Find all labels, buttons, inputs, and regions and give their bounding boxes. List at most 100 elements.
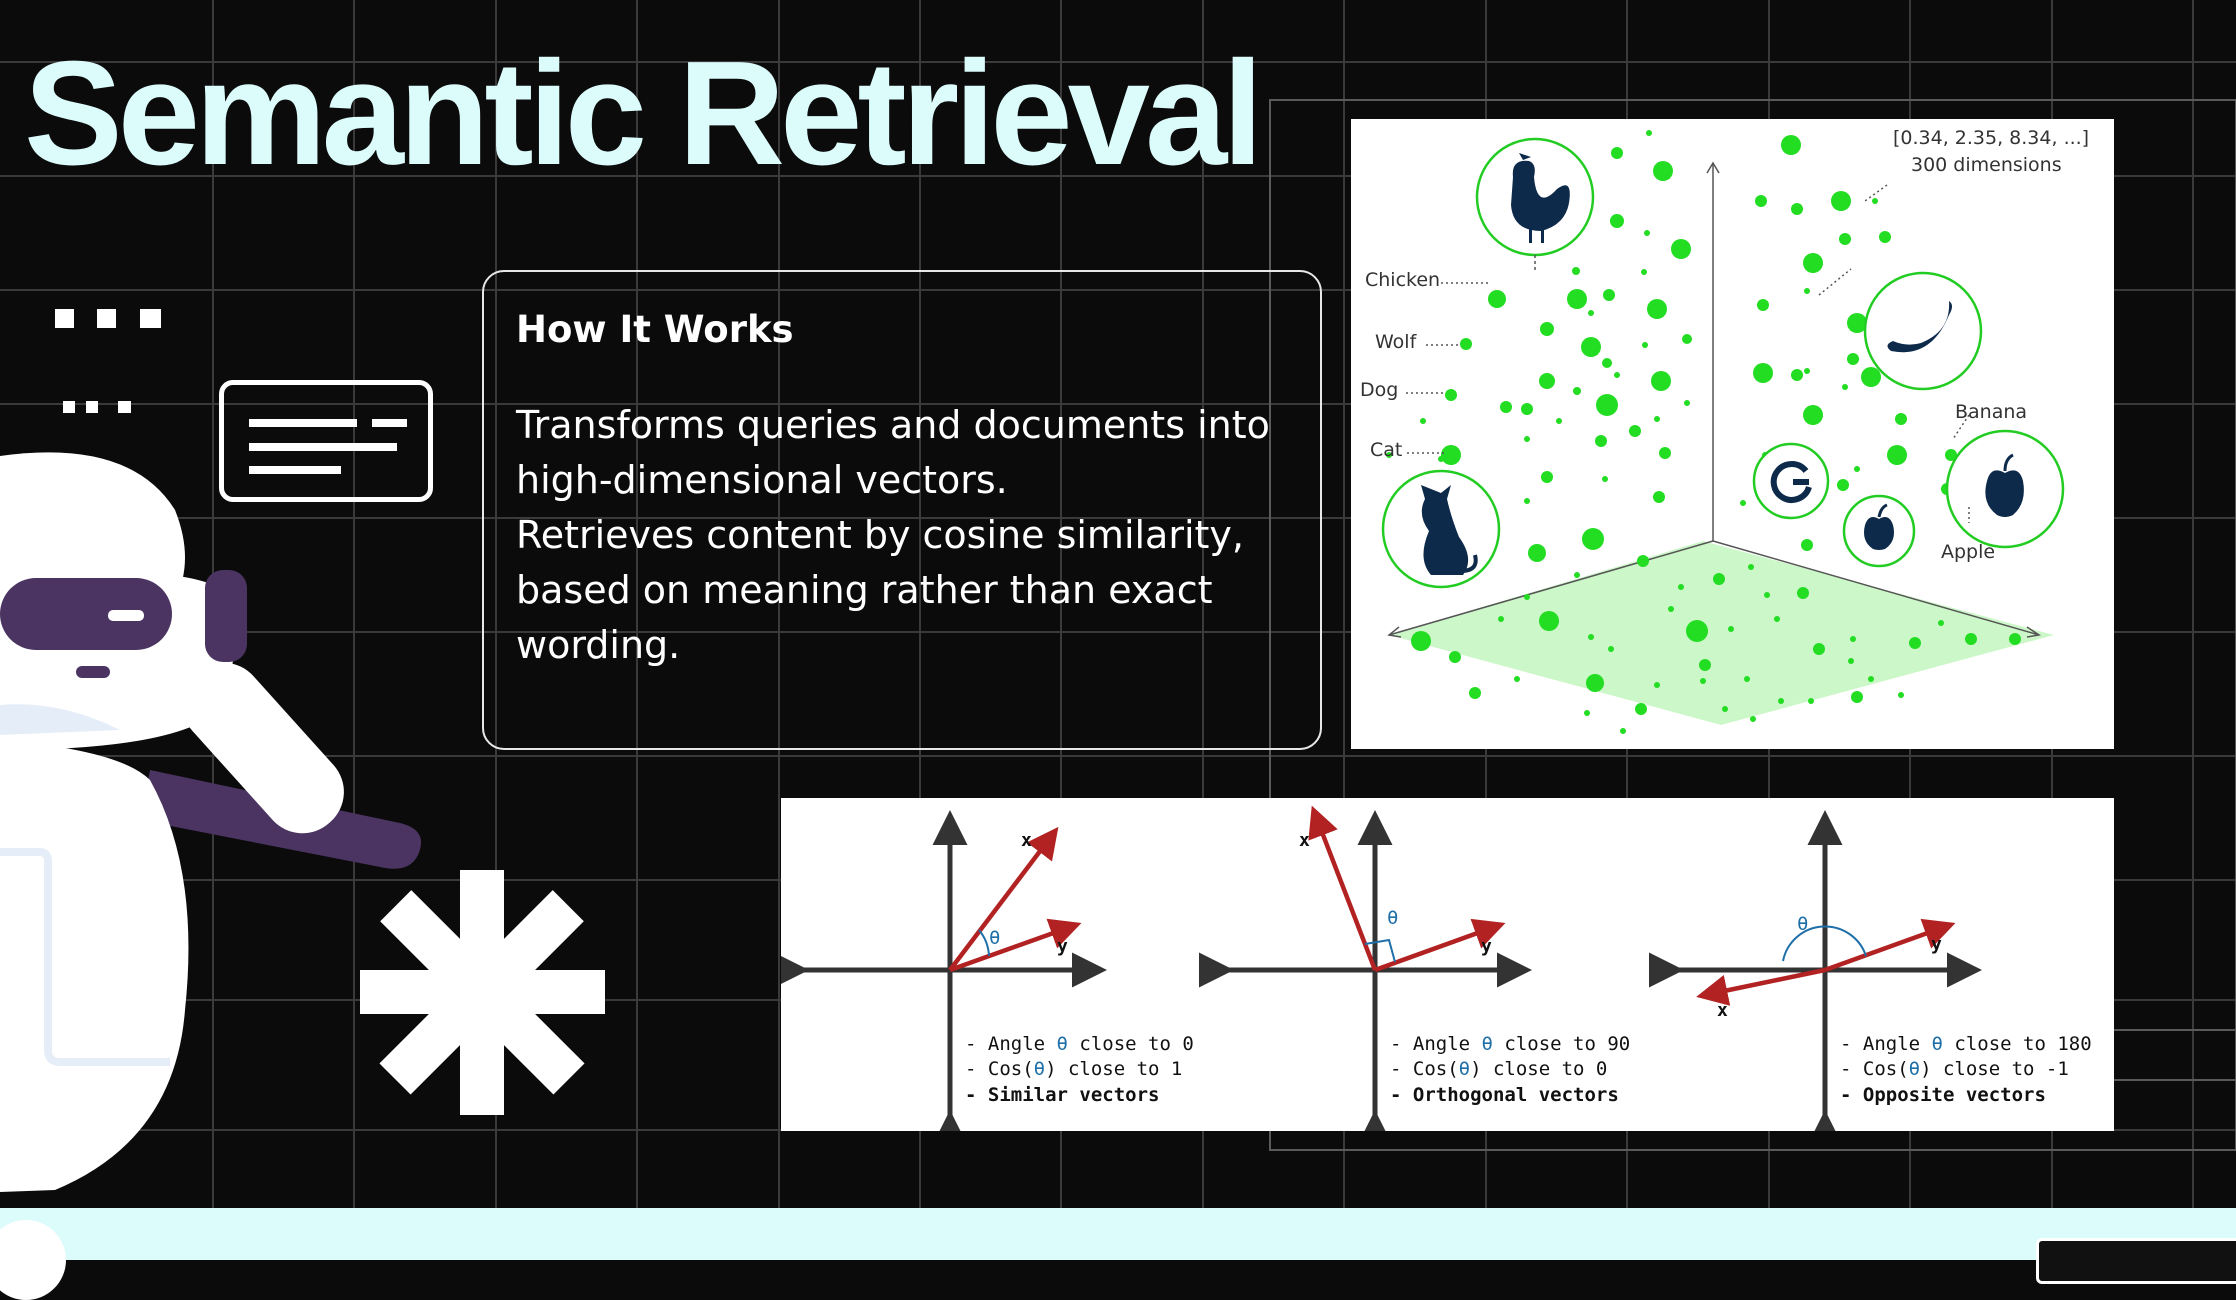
embedding-point: [1629, 425, 1641, 437]
embedding-point: [1839, 233, 1851, 245]
embedding-point: [1586, 674, 1604, 692]
embedding-point: [1744, 676, 1750, 682]
embedding-point: [1740, 500, 1746, 506]
embedding-point: [1755, 195, 1767, 207]
embedding-point: [1750, 716, 1756, 722]
label-x-3: x: [1717, 1000, 1728, 1021]
embedding-point: [1804, 288, 1810, 294]
embedding-point: [1540, 322, 1554, 336]
embedding-point: [1646, 130, 1652, 136]
embedding-point: [1965, 633, 1977, 645]
asterisk-icon: [360, 870, 605, 1115]
embedding-point: [1781, 135, 1801, 155]
embedding-point: [1847, 313, 1867, 333]
embedding-point: [1938, 620, 1944, 626]
embedding-point: [1764, 592, 1770, 598]
dimensions-label: 300 dimensions: [1911, 154, 2062, 176]
embedding-point: [1602, 476, 1608, 482]
slide-title: Semantic Retrieval: [24, 31, 1263, 196]
embedding-point: [1611, 147, 1623, 159]
p1-line2: - Cos(θ) close to 1: [965, 1058, 1182, 1080]
embedding-point: [1524, 436, 1530, 442]
embedding-point: [1813, 643, 1825, 655]
embedding-point: [1654, 416, 1660, 422]
p3-line2: - Cos(θ) close to -1: [1840, 1058, 2069, 1080]
embedding-point: [1909, 637, 1921, 649]
embedding-point: [1895, 413, 1907, 425]
embedding-point: [1647, 299, 1667, 319]
embedding-point: [1791, 369, 1803, 381]
embedding-point: [1808, 698, 1814, 704]
speech-bubble-icon: [219, 380, 433, 502]
embedding-point: [1386, 452, 1392, 458]
embedding-point: [1682, 334, 1692, 344]
embedding-point: [1651, 371, 1671, 391]
embedding-point: [1420, 418, 1426, 424]
robot-illustration: [0, 452, 422, 1192]
p2-line1: - Angle θ close to 90: [1390, 1033, 1630, 1055]
embedding-point: [1748, 564, 1754, 570]
embedding-point: [1668, 606, 1674, 612]
embedding-point: [1588, 634, 1594, 640]
embedding-point: [1498, 616, 1504, 622]
apple-icon: [1985, 453, 2024, 517]
embedding-point: [1608, 646, 1614, 652]
p1-line3: - Similar vectors: [965, 1084, 1159, 1106]
embedding-point: [1848, 658, 1854, 664]
chicken-icon: [1511, 153, 1570, 243]
embedding-point: [1411, 631, 1431, 651]
embedding-point: [1539, 611, 1559, 631]
theta-2: θ: [1387, 907, 1398, 929]
embedding-point: [1684, 400, 1690, 406]
embedding-point: [2009, 633, 2021, 645]
embedding-point: [1753, 363, 1773, 383]
embedding-point: [1644, 230, 1650, 236]
embedding-point: [1610, 214, 1624, 228]
embedding-point: [1774, 616, 1780, 622]
embedding-point: [1847, 353, 1859, 365]
embedding-point: [1500, 401, 1512, 413]
embedding-point: [1573, 387, 1581, 395]
label-dog: Dog: [1360, 379, 1399, 401]
p2-line2: - Cos(θ) close to 0: [1390, 1058, 1607, 1080]
embedding-point: [1614, 372, 1620, 378]
embedding-point: [1659, 447, 1671, 459]
embedding-point: [1460, 338, 1472, 350]
embedding-point: [1850, 636, 1856, 642]
theta-3: θ: [1797, 913, 1808, 935]
embedding-point: [1539, 373, 1555, 389]
label-wolf: Wolf: [1375, 331, 1417, 353]
cosine-similarity-diagram: x y x y y x θ θ θ - Angle θ close to 0 -…: [781, 798, 2114, 1131]
bottom-band: [0, 1208, 2236, 1260]
label-chicken: Chicken: [1365, 269, 1441, 291]
embedding-point: [1851, 691, 1863, 703]
how-it-works-card: [482, 270, 1322, 750]
embedding-point: [1686, 620, 1708, 642]
embedding-point: [1757, 299, 1769, 311]
label-banana: Banana: [1955, 401, 2028, 423]
embedding-point: [1642, 342, 1648, 348]
embedding-point: [1722, 706, 1728, 712]
embedding-points: [1386, 130, 2021, 734]
embedding-point: [1602, 358, 1612, 368]
p2-line3: - Orthogonal vectors: [1390, 1084, 1619, 1106]
label-apple: Apple: [1941, 541, 1996, 563]
card-body: Transforms queries and documents into hi…: [516, 398, 1296, 673]
banana-icon: [1887, 301, 1952, 353]
embedding-point: [1654, 682, 1660, 688]
cat-icon: [1421, 485, 1478, 575]
embedding-point: [1945, 449, 1957, 461]
card-heading: How It Works: [516, 308, 794, 351]
embedding-point: [1469, 687, 1481, 699]
embedding-point: [1581, 337, 1601, 357]
embedding-point: [1898, 692, 1904, 698]
embedding-point: [1588, 310, 1594, 316]
corner-thumbnail: [2036, 1238, 2236, 1284]
p3-line1: - Angle θ close to 180: [1840, 1033, 2092, 1055]
embedding-point: [1524, 498, 1530, 504]
embedding-point: [1438, 456, 1444, 462]
label-y-1: y: [1057, 936, 1068, 957]
embedding-point: [1728, 626, 1734, 632]
embedding-point: [1803, 405, 1823, 425]
embedding-point: [1671, 239, 1691, 259]
